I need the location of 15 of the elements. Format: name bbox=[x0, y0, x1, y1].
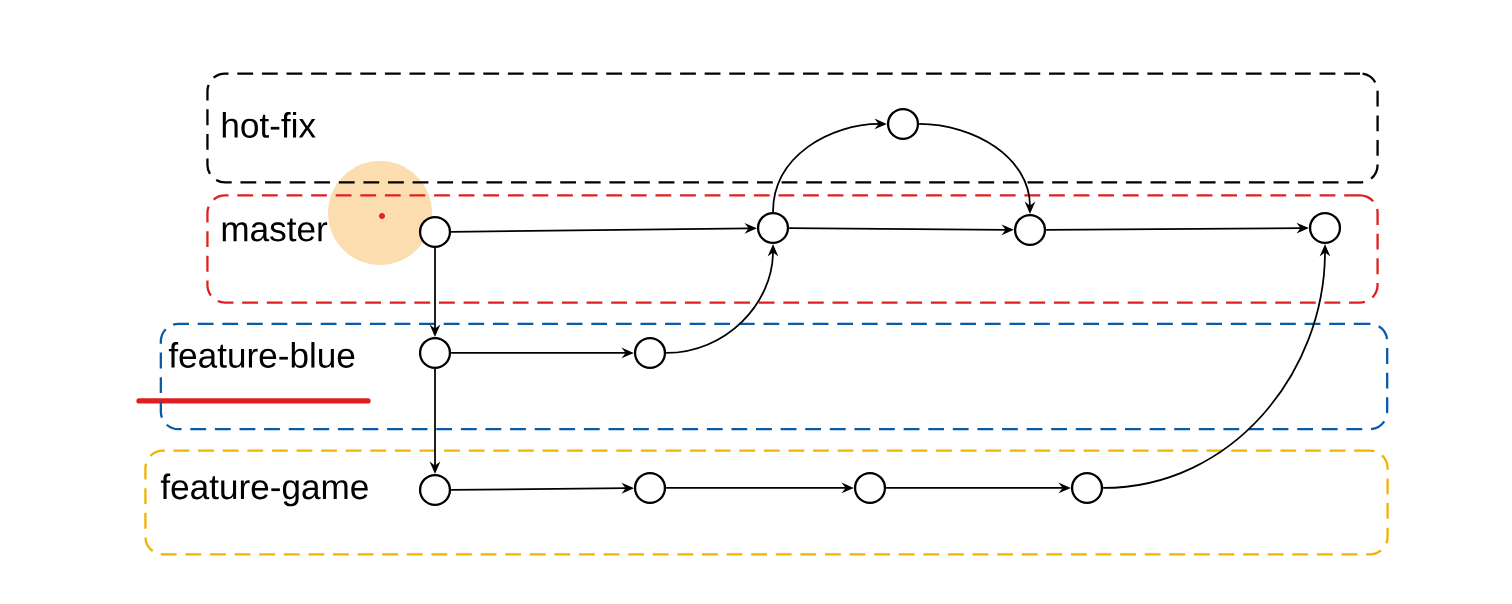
commit-circle bbox=[886, 107, 920, 141]
commit-circle bbox=[853, 471, 887, 505]
branch-lane: master bbox=[206, 194, 1379, 304]
branch-lane: feature-game bbox=[144, 449, 1389, 556]
commit-circle bbox=[1013, 213, 1047, 247]
branch-lane: hot-fix bbox=[206, 72, 1379, 184]
commit-circle bbox=[418, 215, 452, 249]
commit-circle bbox=[633, 336, 667, 370]
branch-lane: feature-blue bbox=[159, 322, 1389, 431]
commit-circle bbox=[418, 336, 452, 370]
commit-circle bbox=[1308, 211, 1342, 245]
commit-circle bbox=[418, 473, 452, 507]
commit-circle bbox=[633, 471, 667, 505]
commit-circle bbox=[756, 211, 790, 245]
commit-circle bbox=[1070, 471, 1104, 505]
